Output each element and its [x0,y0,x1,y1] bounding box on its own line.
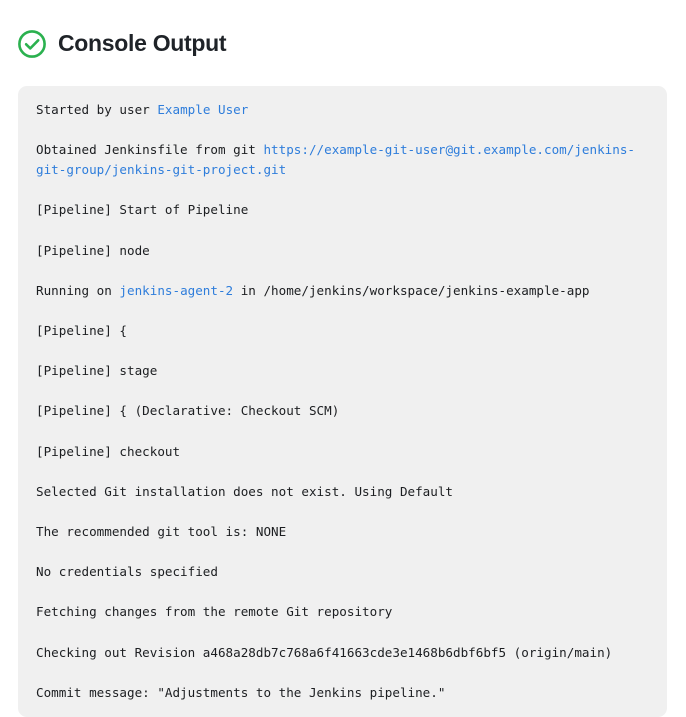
console-line: Running on jenkins-agent-2 in /home/jenk… [36,281,651,301]
console-line: Started by user Example User [36,100,651,120]
console-log: Started by user Example User Obtained Je… [36,100,651,703]
console-link[interactable]: jenkins-agent-2 [119,282,234,298]
page-header: Console Output [0,0,686,70]
console-text: Checking out Revision a468a28db7c768a6f4… [36,644,613,660]
console-line: The recommended git tool is: NONE [36,522,651,542]
console-line: Obtained Jenkinsfile from git https://ex… [36,140,651,180]
console-text: [Pipeline] { (Declarative: Checkout SCM) [36,403,340,419]
console-text: in /home/jenkins/workspace/jenkins-examp… [233,282,590,298]
console-text: [Pipeline] stage [36,363,158,379]
console-text: No credentials specified [36,564,218,580]
console-link[interactable]: Example User [157,102,249,117]
console-line: Commit message: "Adjustments to the Jenk… [36,683,651,703]
console-line: [Pipeline] checkout [36,442,651,462]
console-line: [Pipeline] stage [36,361,651,381]
console-line: Fetching changes from the remote Git rep… [36,602,651,622]
console-line: [Pipeline] { (Declarative: Checkout SCM) [36,401,651,421]
console-line: Selected Git installation does not exist… [36,482,651,502]
page-title: Console Output [58,30,227,56]
console-text: Running on [36,282,120,298]
console-text: Selected Git installation does not exist… [36,483,454,499]
console-text: [Pipeline] node [36,242,150,258]
console-line: [Pipeline] Start of Pipeline [36,200,651,220]
console-text: [Pipeline] checkout [36,443,181,459]
console-link[interactable]: https://example-git-user@git.example.com… [36,142,635,178]
console-output-panel[interactable]: Started by user Example User Obtained Je… [18,86,667,717]
console-text: Fetching changes from the remote Git rep… [36,604,393,620]
console-text: Commit message: "Adjustments to the Jenk… [36,684,446,700]
console-text: Obtained Jenkinsfile from git [36,142,264,158]
console-text: [Pipeline] { [36,323,127,339]
check-circle-icon [17,29,47,59]
console-text: The recommended git tool is: NONE [36,523,287,539]
console-text: [Pipeline] Start of Pipeline [36,202,249,218]
console-line: [Pipeline] node [36,241,651,261]
console-line: [Pipeline] { [36,321,651,341]
console-line: Checking out Revision a468a28db7c768a6f4… [36,643,651,663]
console-line: No credentials specified [36,562,651,582]
console-text: Started by user [36,102,158,117]
